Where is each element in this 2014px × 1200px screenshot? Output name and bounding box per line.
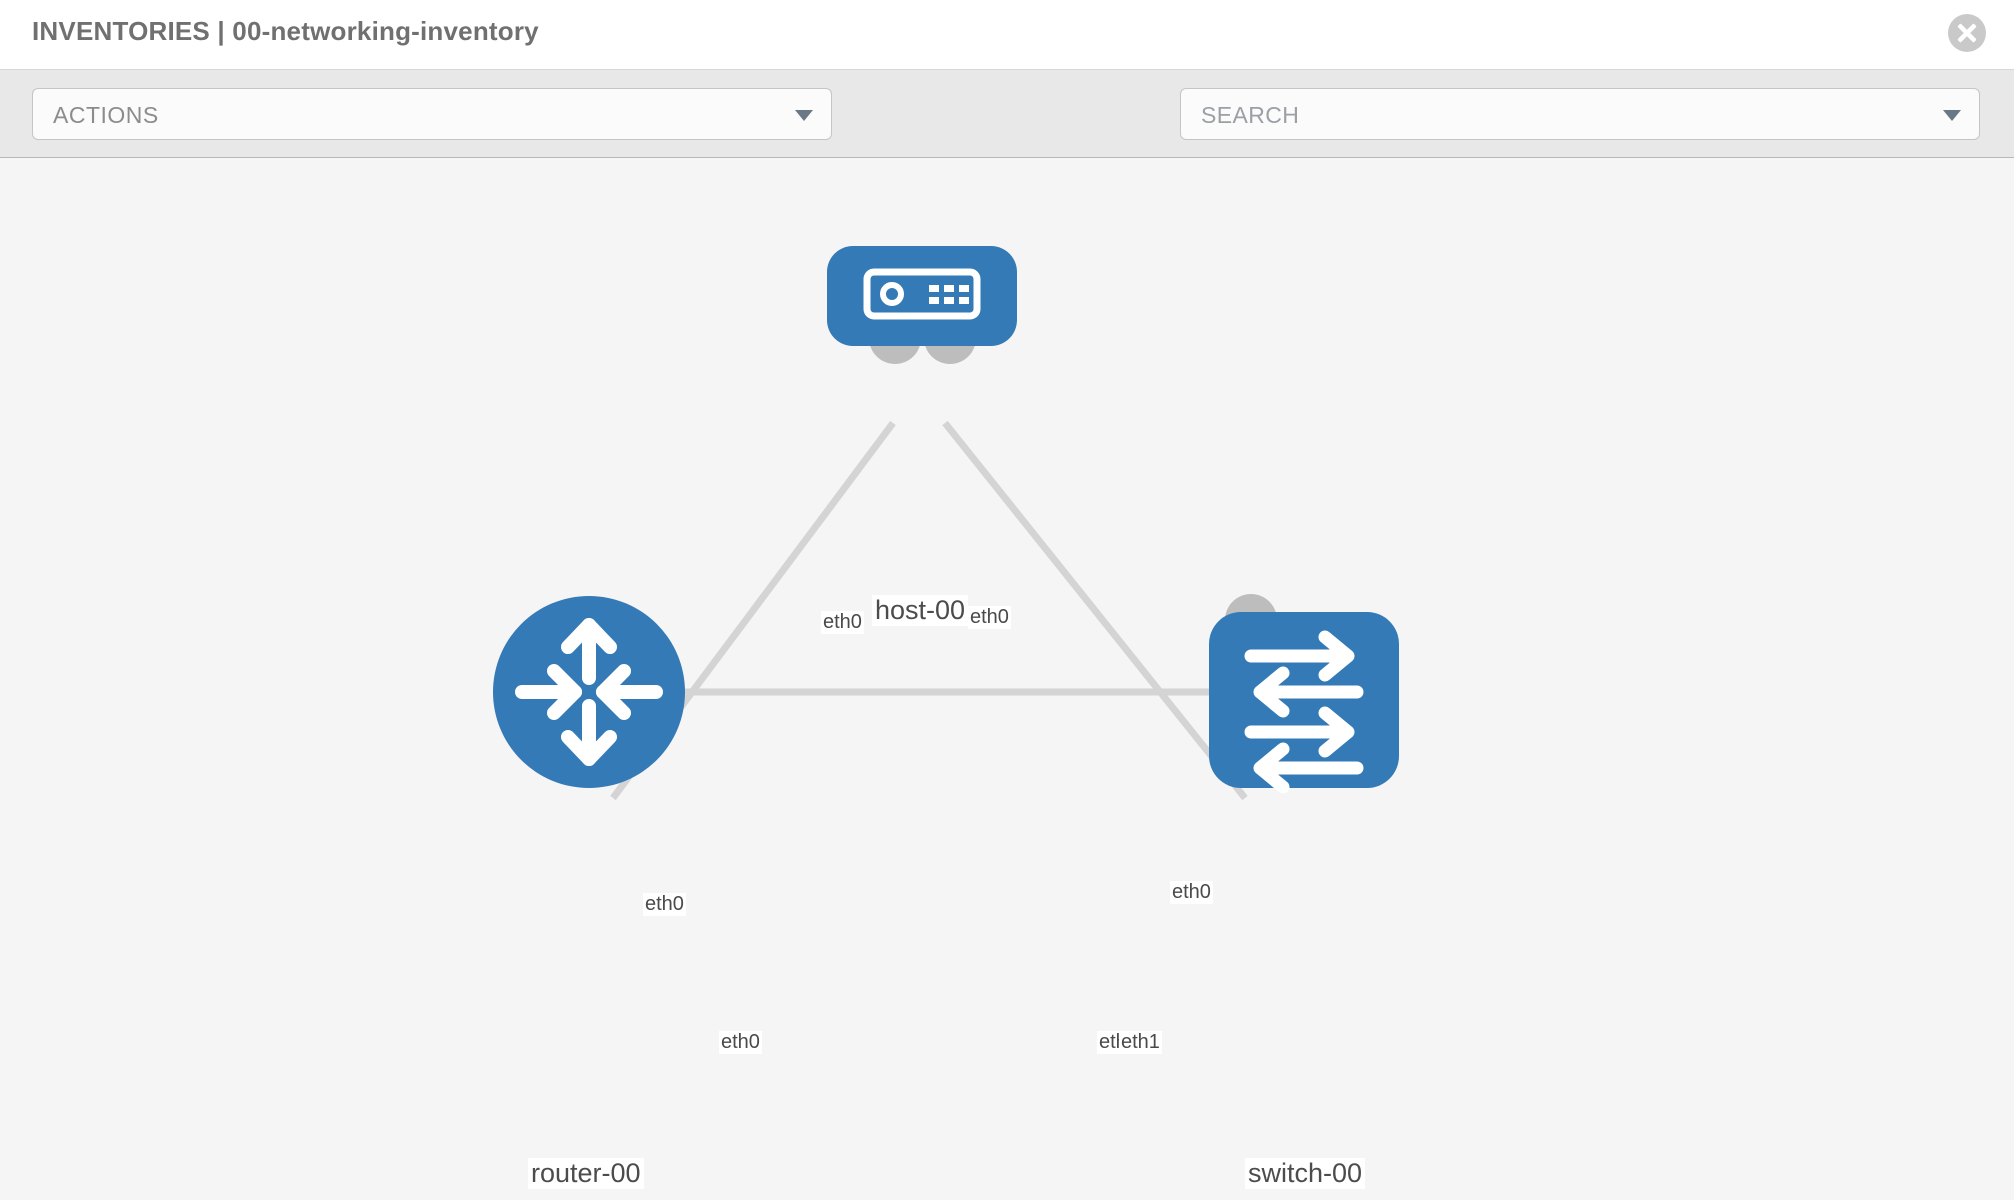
iface-label-router00-up[interactable]: eth0 (643, 893, 686, 916)
node-label-router-00[interactable]: router-00 (528, 1158, 644, 1189)
iface-label-host00-right[interactable]: eth0 (968, 606, 1011, 629)
search-input[interactable]: SEARCH (1180, 88, 1980, 140)
page-header: INVENTORIES | 00-networking-inventory (0, 0, 2014, 70)
link-host00-switch00[interactable] (942, 420, 1248, 801)
switch-arrows-icon (1244, 630, 1364, 794)
topology-ports (594, 312, 1277, 715)
topology-canvas[interactable]: host-00 router-00 switch-00 eth0 eth0 et… (0, 158, 2014, 1200)
chevron-down-icon (795, 110, 813, 121)
actions-dropdown-label: ACTIONS (53, 102, 159, 128)
page-title: INVENTORIES | 00-networking-inventory (32, 16, 539, 46)
topology-graph (493, 246, 1399, 801)
search-chevron-down-icon[interactable] (1943, 110, 1961, 121)
node-label-host-00[interactable]: host-00 (872, 595, 969, 626)
node-switch-00[interactable] (1209, 612, 1399, 794)
server-icon (863, 268, 981, 320)
iface-label-router00-right[interactable]: eth0 (719, 1031, 762, 1054)
toolbar: ACTIONS SEARCH (0, 70, 2014, 193)
node-label-switch-00[interactable]: switch-00 (1245, 1158, 1366, 1189)
router-arrows-icon (515, 618, 663, 766)
close-icon (1957, 23, 1977, 43)
node-router-00[interactable] (493, 596, 685, 788)
close-button[interactable] (1948, 14, 1986, 52)
node-host-00[interactable] (827, 246, 1017, 346)
iface-label-switch00-up[interactable]: eth0 (1170, 881, 1213, 904)
iface-label-switch00-left[interactable]: eth1 (1119, 1031, 1162, 1054)
actions-dropdown[interactable]: ACTIONS (32, 88, 832, 140)
iface-label-host00-left[interactable]: eth0 (821, 611, 864, 634)
search-placeholder: SEARCH (1201, 102, 1300, 128)
